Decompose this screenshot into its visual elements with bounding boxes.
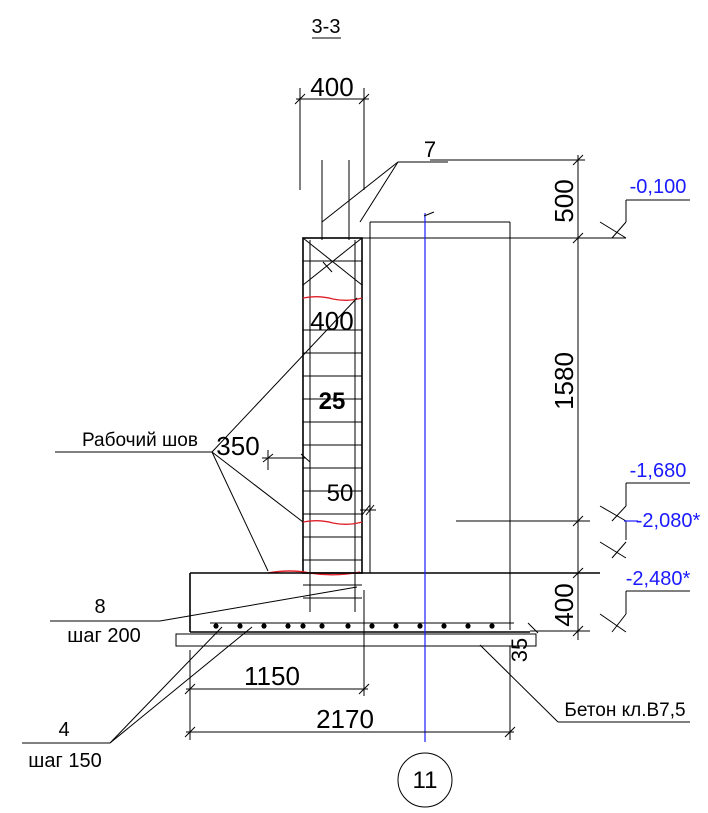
- callout-7-label: 7: [424, 137, 436, 162]
- section-title: 3-3: [312, 16, 341, 38]
- pit-outline: [362, 221, 600, 630]
- dim-1150: 1150: [184, 590, 370, 740]
- elevation-2080: -2,080*: [636, 510, 701, 532]
- bar8-step: шаг 200: [67, 625, 140, 647]
- bar4-number: 4: [58, 719, 69, 741]
- elevation-marks: -0,100 -1,680 -2,080* -2,480*: [598, 176, 701, 633]
- axis-label: 11: [413, 767, 438, 794]
- working-joint-label: Рабочий шов: [82, 430, 198, 451]
- dim-2170-label: 2170: [316, 704, 374, 734]
- wall: [302, 237, 363, 612]
- dim-400-top-label: 400: [310, 72, 353, 102]
- dim-1580-label: 1580: [549, 352, 579, 410]
- rebar-stubs: [321, 160, 350, 240]
- rebar-dots: [213, 623, 495, 629]
- bar8-number: 8: [94, 596, 105, 618]
- callout-bar4: 4 шаг 150: [22, 626, 253, 772]
- elevation-2480: -2,480*: [626, 568, 691, 590]
- foundation: [175, 572, 600, 647]
- dim-350-label: 350: [216, 431, 259, 461]
- concrete-label: Бетон кл.В7,5: [564, 700, 685, 721]
- dim-400-base-label: 400: [549, 583, 579, 626]
- dim-top-width: 400: [294, 72, 370, 190]
- dim-1150-label: 1150: [244, 661, 300, 691]
- dim-50-label: 50: [327, 480, 354, 507]
- dim-25-label: 25: [319, 388, 346, 415]
- callout-bar8: 8 шаг 200: [50, 586, 358, 647]
- dim-350: 350: [216, 431, 311, 470]
- dim-right-chain: 500 1580 400 35: [430, 154, 590, 662]
- elevation-1680: -1,680: [630, 460, 687, 482]
- callout-concrete: Бетон кл.В7,5: [479, 644, 690, 723]
- callout-7: 7: [321, 137, 448, 223]
- dim-400-inner-label: 400: [310, 306, 353, 336]
- grid-axis: 11: [397, 211, 453, 808]
- dim-2170: 2170: [184, 646, 516, 740]
- dim-35-label: 35: [507, 638, 532, 662]
- elevation-0100: -0,100: [630, 176, 687, 198]
- dim-500-label: 500: [549, 179, 579, 222]
- callout-working-joint: Рабочий шов: [55, 297, 358, 572]
- bar4-step: шаг 150: [28, 750, 101, 772]
- working-joints: [267, 296, 363, 576]
